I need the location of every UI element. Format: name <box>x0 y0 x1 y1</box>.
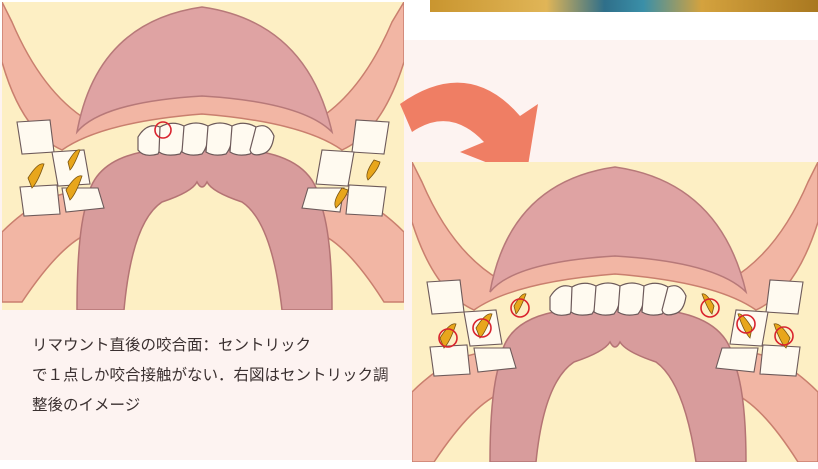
left-occlusion-diagram <box>2 2 404 310</box>
left-occlusion-svg <box>2 2 404 310</box>
figure-caption: リマウント直後の咬合面：セントリック で１点しか咬合接触がない．右図はセントリッ… <box>32 330 402 420</box>
right-occlusion-svg <box>412 162 818 462</box>
front-teeth <box>138 123 274 155</box>
photo-strip <box>430 0 818 12</box>
front-teeth <box>550 283 686 315</box>
right-occlusion-diagram <box>412 162 818 462</box>
